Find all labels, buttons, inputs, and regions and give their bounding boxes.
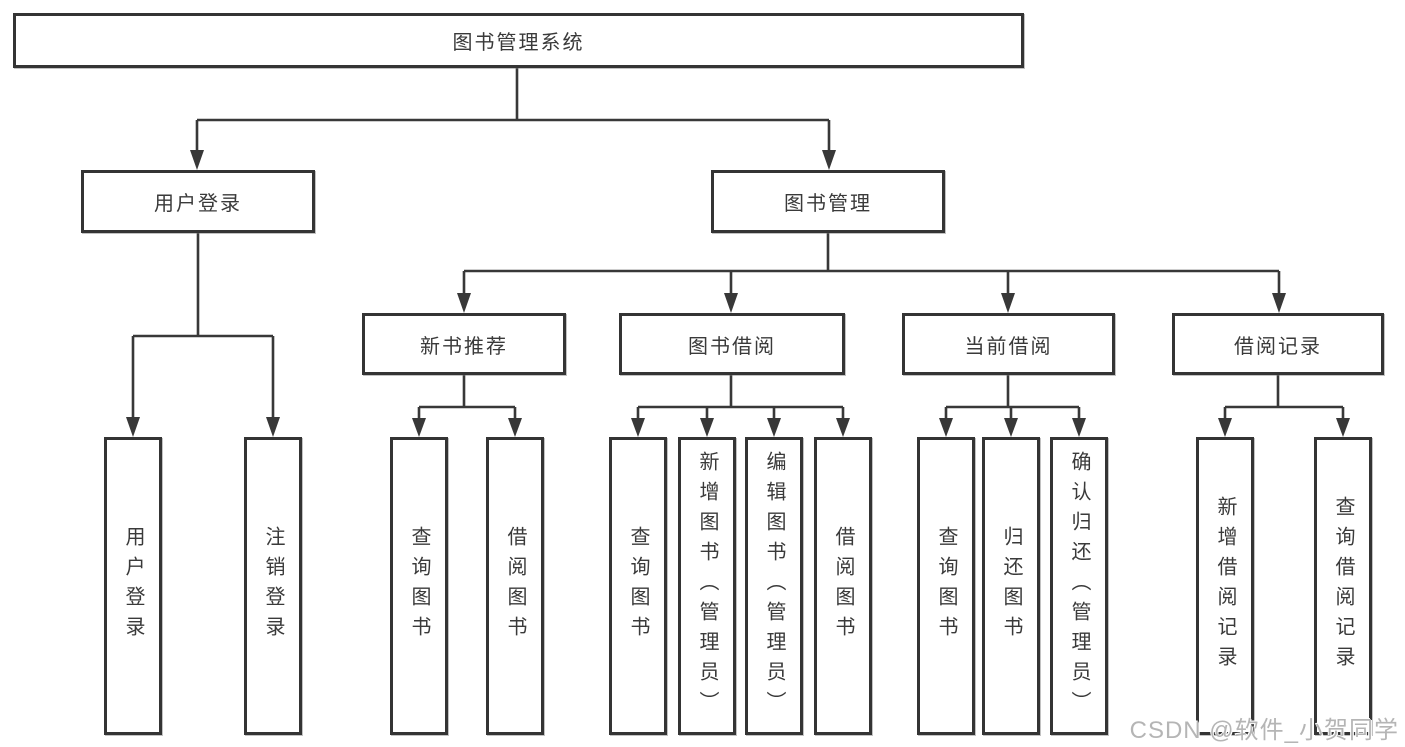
node-current-borrow: 当前借阅 [902,313,1115,375]
leaf-logout: 注销登录 [244,437,302,735]
leaf-add-books-admin: 新增图书（管理员） [678,437,736,735]
leaf-confirm-return-admin: 确认归还（管理员） [1050,437,1108,735]
node-label: 图书借阅 [688,335,776,358]
node-library-management-system: 图书管理系统 [13,13,1024,68]
node-label: 注销登录 [262,526,284,646]
leaf-query-books-borrow: 查询图书 [609,437,667,735]
leaf-return-books: 归还图书 [982,437,1040,735]
node-book-borrow: 图书借阅 [619,313,845,375]
node-label: 查询图书 [408,526,430,646]
node-label: 用户登录 [154,193,242,215]
node-label: 查询图书 [935,526,957,646]
leaf-query-books-recommend: 查询图书 [390,437,448,735]
node-book-management: 图书管理 [711,170,945,233]
node-new-book-recommend: 新书推荐 [362,313,566,375]
node-label: 新增借阅记录 [1214,496,1236,676]
node-label: 图书管理系统 [452,32,585,54]
node-label: 借阅图书 [832,526,854,646]
leaf-user-login: 用户登录 [104,437,162,735]
node-label: 查询图书 [627,526,649,646]
node-label: 图书管理 [784,193,872,215]
node-user-login: 用户登录 [81,170,315,233]
node-label: 归还图书 [1000,526,1022,646]
node-label: 查询借阅记录 [1332,496,1354,676]
node-label: 用户登录 [122,526,144,646]
node-label: 新书推荐 [420,335,508,358]
leaf-borrow-books-recommend: 借阅图书 [486,437,544,735]
leaf-add-borrow-record: 新增借阅记录 [1196,437,1254,735]
node-label: 编辑图书（管理员） [763,451,785,721]
leaf-borrow-books: 借阅图书 [814,437,872,735]
node-label: 当前借阅 [964,335,1053,358]
node-label: 借阅记录 [1234,335,1322,358]
node-label: 借阅图书 [504,526,526,646]
leaf-query-books-current: 查询图书 [917,437,975,735]
leaf-query-borrow-record: 查询借阅记录 [1314,437,1372,735]
arrowheads [126,150,1350,437]
node-borrow-records: 借阅记录 [1172,313,1384,375]
leaf-edit-books-admin: 编辑图书（管理员） [745,437,803,735]
node-label: 新增图书（管理员） [696,451,718,721]
csdn-watermark: CSDN @软件_小贺同学 [1129,717,1399,744]
node-label: 确认归还（管理员） [1068,451,1090,721]
